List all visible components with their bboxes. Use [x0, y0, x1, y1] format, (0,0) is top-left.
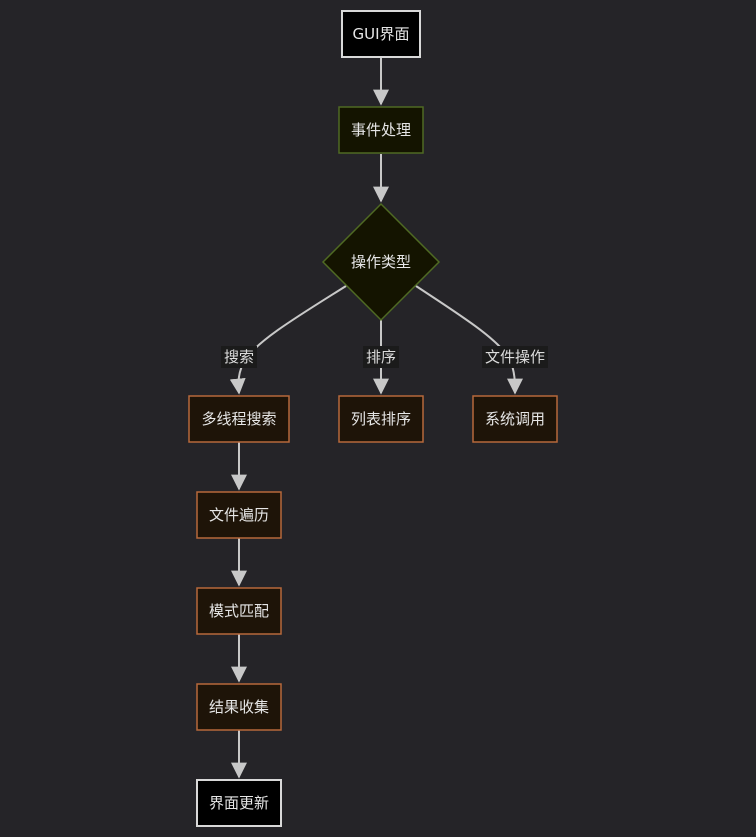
node-mt-search[interactable]: 多线程搜索	[188, 395, 290, 443]
node-match[interactable]: 模式匹配	[196, 587, 282, 635]
node-sys-call-label: 系统调用	[485, 410, 545, 428]
edge-label-search-text: 搜索	[224, 348, 254, 366]
node-optype[interactable]: 操作类型	[321, 202, 441, 322]
node-event-label: 事件处理	[351, 121, 411, 139]
node-optype-label: 操作类型	[351, 253, 411, 271]
node-gui-label: GUI界面	[352, 25, 409, 43]
edge-optype-to-sys-call	[415, 285, 523, 395]
node-traverse-label: 文件遍历	[209, 506, 269, 524]
node-mt-search-label: 多线程搜索	[201, 410, 276, 428]
edge-optype-to-mt-search	[229, 285, 347, 395]
node-event[interactable]: 事件处理	[338, 106, 424, 154]
node-gui[interactable]: GUI界面	[341, 10, 421, 58]
node-list-sort-label: 列表排序	[351, 410, 411, 428]
edge-label-search: 搜索	[221, 346, 257, 368]
node-update[interactable]: 界面更新	[196, 779, 282, 827]
edge-label-sort-text: 排序	[366, 348, 396, 366]
edge-label-file-op: 文件操作	[482, 346, 548, 368]
edge-label-sort: 排序	[363, 346, 399, 368]
edge-label-file-op-text: 文件操作	[485, 348, 545, 366]
node-list-sort[interactable]: 列表排序	[338, 395, 424, 443]
node-traverse[interactable]: 文件遍历	[196, 491, 282, 539]
node-update-label: 界面更新	[209, 794, 269, 812]
node-sys-call[interactable]: 系统调用	[472, 395, 558, 443]
node-collect-label: 结果收集	[209, 698, 269, 716]
node-match-label: 模式匹配	[209, 602, 269, 620]
node-collect[interactable]: 结果收集	[196, 683, 282, 731]
